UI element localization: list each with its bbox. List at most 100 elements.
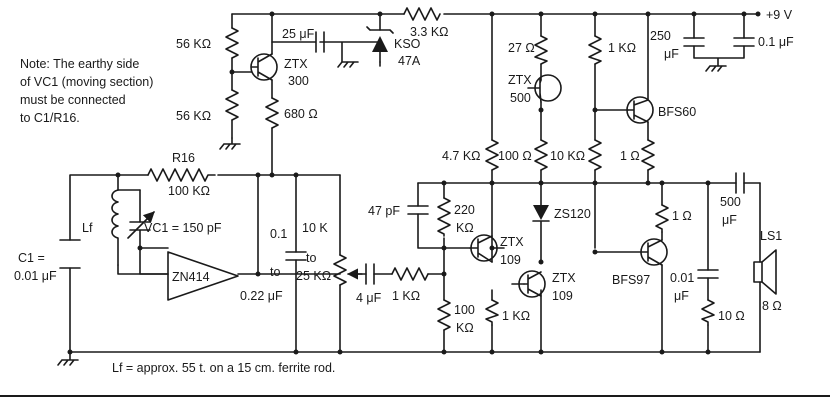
component-labels: +9 V Note: The earthy side of VC1 (movin… — [14, 8, 794, 375]
label-r-10k-mid: 10 KΩ — [550, 149, 585, 163]
capacitors — [59, 31, 755, 285]
label-c-250: 250 — [650, 29, 671, 43]
resistors — [147, 7, 715, 331]
resistor-1-right — [655, 204, 669, 233]
label-pot-a: 10 K — [302, 221, 328, 235]
label-ztx109a-num: 109 — [500, 253, 521, 267]
resistor-1-mid — [641, 139, 655, 171]
label-c-001-b: μF — [674, 289, 689, 303]
label-r-1-mid: 1 Ω — [620, 149, 640, 163]
label-r-100-mid: 100 Ω — [498, 149, 532, 163]
label-c-500-a: 500 — [720, 195, 741, 209]
resistor-1k-in — [391, 267, 429, 281]
capacitor-0-1-0-22 — [285, 251, 307, 261]
label-ztx300-name: ZTX — [284, 57, 308, 71]
label-ls1: LS1 — [760, 229, 782, 243]
label-r-1-right: 1 Ω — [672, 209, 692, 223]
note-line-4: to C1/R16. — [20, 111, 80, 125]
label-ztx109b-name: ZTX — [552, 271, 576, 285]
capacitor-500uf — [735, 172, 745, 194]
label-ztx300-num: 300 — [288, 74, 309, 88]
label-bfs60: BFS60 — [658, 105, 696, 119]
label-c1-name: C1 = — [18, 251, 45, 265]
ic-zn414 — [167, 251, 239, 301]
supply-label: +9 V — [766, 8, 793, 22]
resistor-3k3 — [403, 7, 441, 21]
note-line-1: Note: The earthy side — [20, 57, 139, 71]
transistor-ztx109a — [469, 234, 498, 263]
ground-symbols — [57, 61, 727, 366]
label-c-01-b: to — [270, 265, 280, 279]
label-r-100k-a: 100 — [454, 303, 475, 317]
note-line-3: must be connected — [20, 93, 126, 107]
transistor-ztx300 — [250, 53, 278, 81]
label-ls-imp: 8 Ω — [762, 299, 782, 313]
resistor-56k-bot — [225, 89, 239, 121]
transistor-bfs60 — [626, 96, 654, 124]
diodes — [366, 26, 550, 222]
label-r-1k-low: 1 KΩ — [502, 309, 530, 323]
label-kso-name: KSO — [394, 37, 421, 51]
capacitor-47pf — [407, 205, 429, 215]
wiring — [69, 13, 761, 353]
label-r-1k-in: 1 KΩ — [392, 289, 420, 303]
ground-25uf — [337, 61, 359, 68]
label-r-220k-a: 220 — [454, 203, 475, 217]
capacitor-250uf — [683, 37, 705, 47]
resistor-1k-top — [588, 35, 602, 65]
label-c-001-a: 0.01 — [670, 271, 694, 285]
label-r-10-low: 10 Ω — [718, 309, 745, 323]
resistor-27 — [534, 35, 548, 65]
variable-capacitor-vc1 — [117, 189, 155, 249]
capacitor-0-01uf — [697, 269, 719, 279]
label-q-bfs97: BFS97 — [612, 273, 650, 287]
label-r-1k-top: 1 KΩ — [608, 41, 636, 55]
label-r-680: 680 Ω — [284, 107, 318, 121]
label-r-56k-bot: 56 KΩ — [176, 109, 211, 123]
resistor-680 — [265, 97, 279, 129]
inductor-lf — [111, 189, 119, 266]
zener-kso — [366, 26, 394, 52]
diode-zs120 — [532, 205, 550, 222]
label-r-4k7: 4.7 KΩ — [442, 149, 481, 163]
label-r-3k3: 3.3 KΩ — [410, 25, 449, 39]
label-c1-val: 0.01 μF — [14, 269, 57, 283]
ground-56k — [219, 137, 241, 150]
transistor-bfs97 — [594, 238, 668, 266]
label-ztx109b-num: 109 — [552, 289, 573, 303]
label-vc1: VC1 = 150 pF — [144, 221, 222, 235]
label-d-zs120: ZS120 — [554, 207, 591, 221]
resistor-100-mid — [534, 139, 548, 171]
resistor-100k — [437, 299, 451, 331]
note-line-2: of VC1 (moving section) — [20, 75, 153, 89]
label-kso-num: 47A — [398, 54, 421, 68]
resistor-56k-top — [225, 27, 239, 59]
label-r16-val: 100 KΩ — [168, 184, 210, 198]
label-ztx500-name: ZTX — [508, 73, 532, 87]
resistor-r16 — [147, 168, 216, 182]
junction-dots — [67, 11, 761, 355]
label-ztx109a-name: ZTX — [500, 235, 524, 249]
capacitor-4uf — [365, 263, 375, 285]
resistor-220k — [437, 197, 451, 237]
label-ztx500-num: 500 — [510, 91, 531, 105]
label-c-0-1uf: 0.1 μF — [758, 35, 794, 49]
resistor-10-low — [701, 299, 715, 326]
label-c-500-b: μF — [722, 213, 737, 227]
resistor-10k-mid — [588, 139, 602, 171]
loudspeaker-ls1 — [753, 249, 777, 295]
label-c-250-unit: μF — [664, 47, 679, 61]
ground-caps — [705, 65, 727, 72]
label-c-4uf: 4 μF — [356, 291, 382, 305]
resistor-1k-low — [485, 299, 499, 326]
label-c-01-c: 0.22 μF — [240, 289, 283, 303]
capacitor-25uf — [271, 31, 325, 53]
label-pot-c: 25 KΩ — [296, 269, 331, 283]
transistors — [250, 53, 668, 298]
label-c-47pf: 47 pF — [368, 204, 400, 218]
label-r-100k-b: KΩ — [456, 321, 474, 335]
label-r-220k-b: KΩ — [456, 221, 474, 235]
resistor-4k7 — [485, 139, 499, 171]
label-c-01-a: 0.1 — [270, 227, 287, 241]
